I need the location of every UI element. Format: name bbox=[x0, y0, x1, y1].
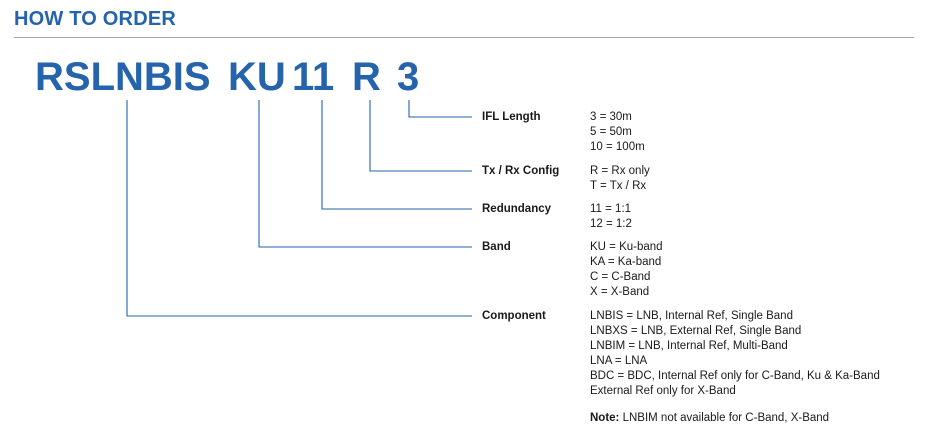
code-segment-band: KU bbox=[228, 55, 286, 99]
option-item: LNBIM = LNB, Internal Ref, Multi-Band bbox=[590, 340, 788, 352]
option-item: KU = Ku-band bbox=[590, 241, 663, 253]
connector-txrx-config bbox=[369, 100, 472, 172]
options-band: KU = Ku-band KA = Ka-band C = C-Band X =… bbox=[590, 240, 663, 300]
option-item: 5 = 50m bbox=[590, 126, 632, 138]
option-item: LNA = LNA bbox=[590, 355, 648, 367]
option-item: 12 = 1:2 bbox=[590, 218, 632, 230]
option-item: R = Rx only bbox=[590, 165, 650, 177]
option-item: External Ref only for X-Band bbox=[590, 385, 736, 397]
note-label: Note: bbox=[590, 412, 620, 424]
option-item: T = Tx / Rx bbox=[590, 180, 647, 192]
page-title: HOW TO ORDER bbox=[14, 8, 177, 30]
options-txrx-config: R = Rx only T = Tx / Rx bbox=[590, 164, 650, 194]
availability-note: Note: LNBIM not available for C-Band, X-… bbox=[590, 411, 829, 426]
option-item: LNBXS = LNB, External Ref, Single Band bbox=[590, 325, 802, 337]
option-item: 10 = 100m bbox=[590, 141, 645, 153]
connector-redundancy bbox=[321, 100, 472, 210]
connector-component bbox=[126, 100, 472, 317]
connector-band bbox=[258, 100, 472, 248]
option-item: BDC = BDC, Internal Ref only for C-Band,… bbox=[590, 370, 880, 382]
option-item: 3 = 30m bbox=[590, 111, 632, 123]
field-label-band: Band bbox=[482, 241, 511, 253]
code-segment-ifl-length: 3 bbox=[397, 55, 420, 99]
connector-ifl-length bbox=[408, 100, 472, 118]
option-item: X = X-Band bbox=[590, 286, 650, 298]
option-item: KA = Ka-band bbox=[590, 256, 662, 268]
field-label-redundancy: Redundancy bbox=[482, 203, 552, 215]
option-item: LNBIS = LNB, Internal Ref, Single Band bbox=[590, 310, 793, 322]
code-segment-component: RSLNBIS bbox=[35, 55, 211, 99]
title-divider bbox=[14, 37, 914, 38]
option-item: C = C-Band bbox=[590, 271, 651, 283]
options-redundancy: 11 = 1:1 12 = 1:2 bbox=[590, 202, 632, 232]
options-ifl-length: 3 = 30m 5 = 50m 10 = 100m bbox=[590, 110, 645, 155]
options-component: LNBIS = LNB, Internal Ref, Single Band L… bbox=[590, 309, 880, 399]
field-label-ifl-length: IFL Length bbox=[482, 111, 541, 123]
note-text: LNBIM not available for C-Band, X-Band bbox=[619, 412, 830, 424]
option-item: 11 = 1:1 bbox=[590, 203, 632, 215]
field-label-component: Component bbox=[482, 310, 546, 322]
field-label-txrx-config: Tx / Rx Config bbox=[482, 165, 560, 177]
code-segment-txrx-config: R bbox=[352, 55, 381, 99]
code-segment-redundancy: 11 bbox=[292, 55, 335, 99]
